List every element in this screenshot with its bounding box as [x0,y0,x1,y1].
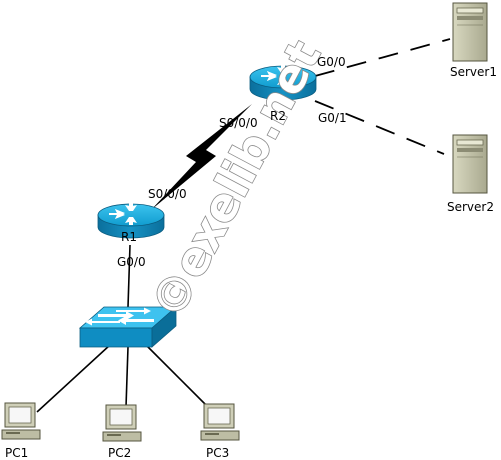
label-r2-s000: S0/0/0 [219,116,258,130]
label-server1: Server1 [450,65,497,79]
switch-icon[interactable] [78,306,178,348]
label-r2-g00: G0/0 [317,55,346,69]
label-r1: R1 [121,230,137,244]
label-server2: Server2 [447,200,494,214]
label-r2: R2 [270,109,286,123]
link-switch-pc2 [125,346,129,408]
label-r1-s000: S0/0/0 [148,187,187,201]
label-pc3: PC3 [206,446,229,460]
server2-icon[interactable] [452,134,488,194]
link-switch-pc3 [145,344,209,408]
pc2-icon[interactable] [102,404,142,442]
pc3-icon[interactable] [200,403,240,441]
label-r1-g00: G0/0 [117,255,146,269]
pc1-icon[interactable] [1,402,41,440]
server1-icon[interactable] [452,2,488,62]
label-pc2: PC2 [108,446,131,460]
label-r2-g01: G0/1 [318,111,347,125]
watermark-text: ©exelib.net [140,32,331,327]
link-r1-r2-serial [151,104,252,210]
link-r1-switch [127,244,131,308]
link-r2-server1 [314,38,451,77]
link-r2-server2 [314,100,445,155]
link-switch-pc1 [36,344,111,413]
label-pc1: PC1 [5,446,28,460]
